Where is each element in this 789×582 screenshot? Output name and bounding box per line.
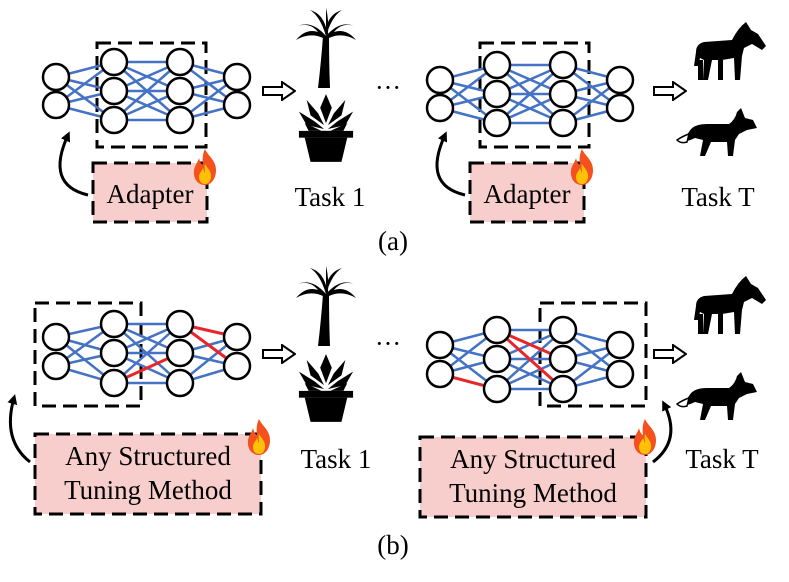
connection (496, 64, 564, 124)
adapter-label: Adapter (107, 179, 194, 209)
panel-b-label: (b) (377, 530, 408, 560)
panel-b: Any Structured Tuning Method Any Structu… (7, 266, 766, 560)
palm-tree-icon (296, 8, 356, 88)
neuron-node (165, 47, 195, 77)
network-icon (33, 301, 252, 408)
ellipsis: ··· (375, 329, 401, 358)
neuron-node (482, 344, 512, 374)
neuron-node (548, 315, 578, 345)
curved-arrow-icon (58, 131, 89, 197)
neuron-node (222, 351, 252, 381)
fox-icon (676, 108, 758, 157)
neuron-node (41, 90, 71, 120)
task-1-label: Task 1 (301, 444, 372, 474)
neuron-node (165, 309, 195, 339)
neuron-node (99, 47, 129, 77)
curved-arrow-icon (652, 400, 673, 464)
neuron-node (165, 368, 195, 398)
fire-icon (633, 419, 656, 455)
potted-plant-icon (298, 354, 354, 422)
network-icon (425, 301, 648, 408)
curved-arrow-icon (7, 394, 31, 464)
neuron-node (99, 309, 129, 339)
fire-icon (193, 149, 216, 185)
neuron-node (548, 344, 578, 374)
neuron-node (425, 93, 455, 123)
fire-icon (570, 149, 593, 185)
adapter-label: Adapter (484, 179, 571, 209)
connection (113, 323, 181, 384)
right-arrow-icon (262, 81, 296, 101)
neuron-node (482, 374, 512, 404)
ellipsis: ··· (375, 73, 401, 102)
neuron-node (165, 338, 195, 368)
neuron-node (425, 359, 455, 389)
tuning-method-box (33, 432, 263, 516)
tuning-method-box (418, 435, 648, 519)
tuning-method-label-line2: Tuning Method (64, 475, 232, 505)
neuron-node (41, 351, 71, 381)
neuron-node (425, 65, 455, 95)
adapter-box (91, 161, 209, 224)
frozen-block-box (538, 301, 648, 408)
tuning-method-label-line1: Any Structured (450, 444, 616, 474)
neuron-node (222, 322, 252, 352)
tuning-method-label-line1: Any Structured (65, 441, 231, 471)
neuron-node (548, 108, 578, 138)
panel-a: Adapter Adapter ··· Task 1 Task T (a) (41, 8, 766, 256)
horse-icon (694, 276, 766, 334)
frozen-block-box (478, 41, 591, 149)
neuron-node (165, 105, 195, 135)
neuron-node (482, 315, 512, 345)
task-t-label: Task T (685, 444, 759, 474)
neuron-node (548, 50, 578, 80)
panel-a-label: (a) (378, 226, 408, 256)
neuron-node (605, 359, 635, 389)
neuron-node (425, 330, 455, 360)
neuron-node (548, 79, 578, 109)
connection (113, 61, 181, 121)
neuron-node (222, 62, 252, 92)
neuron-node (482, 79, 512, 109)
neuron-node (99, 76, 129, 106)
frozen-block-box (33, 301, 143, 408)
horse-icon (694, 22, 766, 80)
palm-tree-icon (296, 266, 356, 346)
network-icon (41, 41, 252, 149)
fox-icon (676, 372, 758, 421)
neuron-node (41, 62, 71, 92)
network-icon (425, 41, 635, 149)
neuron-node (165, 76, 195, 106)
neuron-node (482, 50, 512, 80)
right-arrow-icon (653, 344, 687, 364)
neuron-node (605, 330, 635, 360)
task-t-label: Task T (681, 182, 755, 212)
neuron-node (99, 105, 129, 135)
right-arrow-icon (653, 81, 687, 101)
neuron-node (41, 322, 71, 352)
tuned-connection (496, 328, 564, 391)
neuron-node (222, 90, 252, 120)
neuron-node (99, 338, 129, 368)
neuron-node (482, 108, 512, 138)
neuron-node (548, 374, 578, 404)
neuron-node (605, 93, 635, 123)
frozen-block-box (95, 41, 208, 149)
neuron-node (99, 368, 129, 398)
potted-plant-icon (298, 94, 354, 162)
task-1-label: Task 1 (295, 182, 366, 212)
neuron-node (605, 65, 635, 95)
curved-arrow-icon (435, 131, 466, 197)
adapter-box (468, 161, 586, 224)
right-arrow-icon (262, 344, 296, 364)
tuning-method-label-line2: Tuning Method (449, 478, 617, 508)
fire-icon (247, 419, 270, 455)
